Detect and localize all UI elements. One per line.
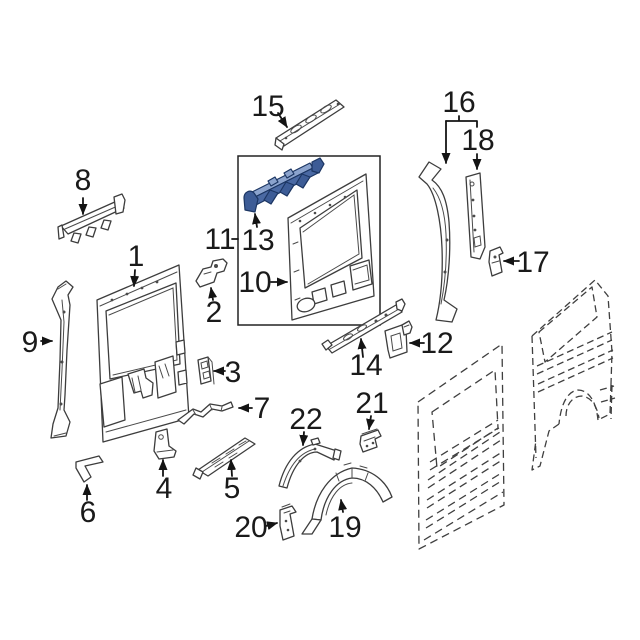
callout-arrow-1 — [130, 269, 140, 287]
callout-arrow-5 — [227, 459, 237, 477]
callout-label-17: 17 — [516, 246, 549, 279]
callout-label-5: 5 — [224, 472, 241, 505]
part-drawing-13-highlighted — [243, 157, 325, 213]
part-drawing-16 — [418, 161, 458, 323]
callout-label-9: 9 — [22, 326, 39, 359]
part-drawing-20 — [279, 503, 297, 541]
part-drawing-3 — [197, 356, 215, 385]
callout-label-6: 6 — [80, 496, 97, 529]
part-drawing-14 — [321, 298, 406, 354]
part-drawing-8 — [57, 193, 126, 244]
part-drawing-21 — [359, 428, 382, 453]
callout-label-7: 7 — [254, 392, 271, 425]
callout-label-4: 4 — [156, 472, 173, 505]
callout-label-2: 2 — [206, 296, 223, 329]
callout-label-20: 20 — [234, 511, 267, 544]
part-drawing-4 — [153, 428, 177, 460]
callout-arrow-2 — [208, 287, 218, 301]
part-drawing-1 — [96, 264, 190, 443]
callout-bracket-16 — [445, 115, 478, 128]
part-drawing-17 — [488, 246, 504, 277]
part-drawing-18 — [465, 172, 486, 260]
part-drawing-5 — [192, 437, 256, 480]
part-drawing-9 — [50, 280, 74, 439]
callout-label-19: 19 — [328, 511, 361, 544]
part-drawing-22 — [278, 437, 342, 489]
callout-arrow-22 — [299, 431, 309, 446]
callout-arrow-20 — [265, 521, 278, 530]
callout-arrow-21 — [366, 415, 375, 430]
part-drawing-7 — [177, 401, 234, 425]
callout-arrow-14 — [357, 338, 367, 358]
callout-label-12: 12 — [420, 327, 453, 360]
assembly-box-11 — [237, 155, 381, 326]
callout-arrows — [40, 112, 520, 530]
callout-label-3: 3 — [225, 356, 242, 389]
callout-labels: 1 2 3 4 5 6 7 8 9 10 11 12 13 14 15 16 1… — [22, 86, 550, 544]
callout-label-21: 21 — [355, 387, 388, 420]
callout-label-11: 11 — [204, 223, 235, 256]
callout-arrow-15 — [277, 112, 288, 128]
part-drawing-15 — [274, 99, 345, 151]
dashed-rear-quarter-panel — [531, 279, 616, 471]
part-drawing-19 — [301, 462, 393, 535]
callout-label-22: 22 — [289, 403, 322, 436]
part-drawing-2 — [195, 258, 228, 288]
callout-label-13: 13 — [241, 224, 274, 257]
dashed-sliding-door-panel — [417, 343, 505, 550]
part-drawing-12 — [384, 320, 413, 359]
part-drawing-6 — [75, 455, 104, 483]
callout-arrow-19 — [338, 499, 348, 513]
callout-label-8: 8 — [75, 164, 92, 197]
callout-label-18: 18 — [461, 124, 494, 157]
callout-label-15: 15 — [251, 90, 284, 123]
callout-label-14: 14 — [349, 349, 382, 382]
callout-label-1: 1 — [128, 240, 145, 273]
callout-label-10: 10 — [238, 266, 271, 299]
callout-arrow-13 — [252, 213, 261, 228]
callout-label-16: 16 — [442, 86, 475, 119]
part-drawing-10 — [287, 173, 375, 321]
